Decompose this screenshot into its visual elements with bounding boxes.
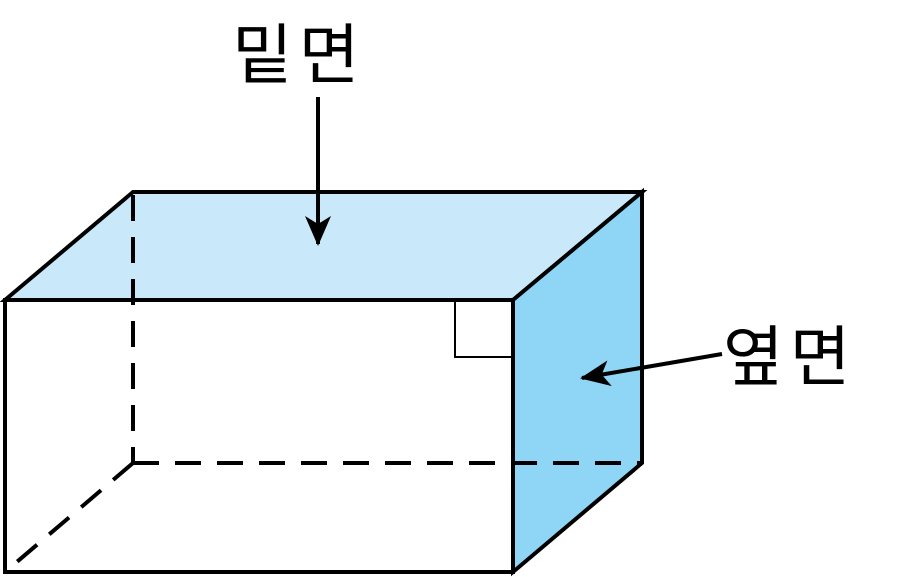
base-face-label: 밑면	[232, 17, 365, 94]
right-angle-marker	[454, 300, 513, 358]
side-face-arrow	[580, 352, 723, 387]
hidden-edge-diagonal	[3, 461, 135, 574]
front-face	[3, 298, 515, 574]
side-face-label: 옆면	[723, 319, 856, 396]
